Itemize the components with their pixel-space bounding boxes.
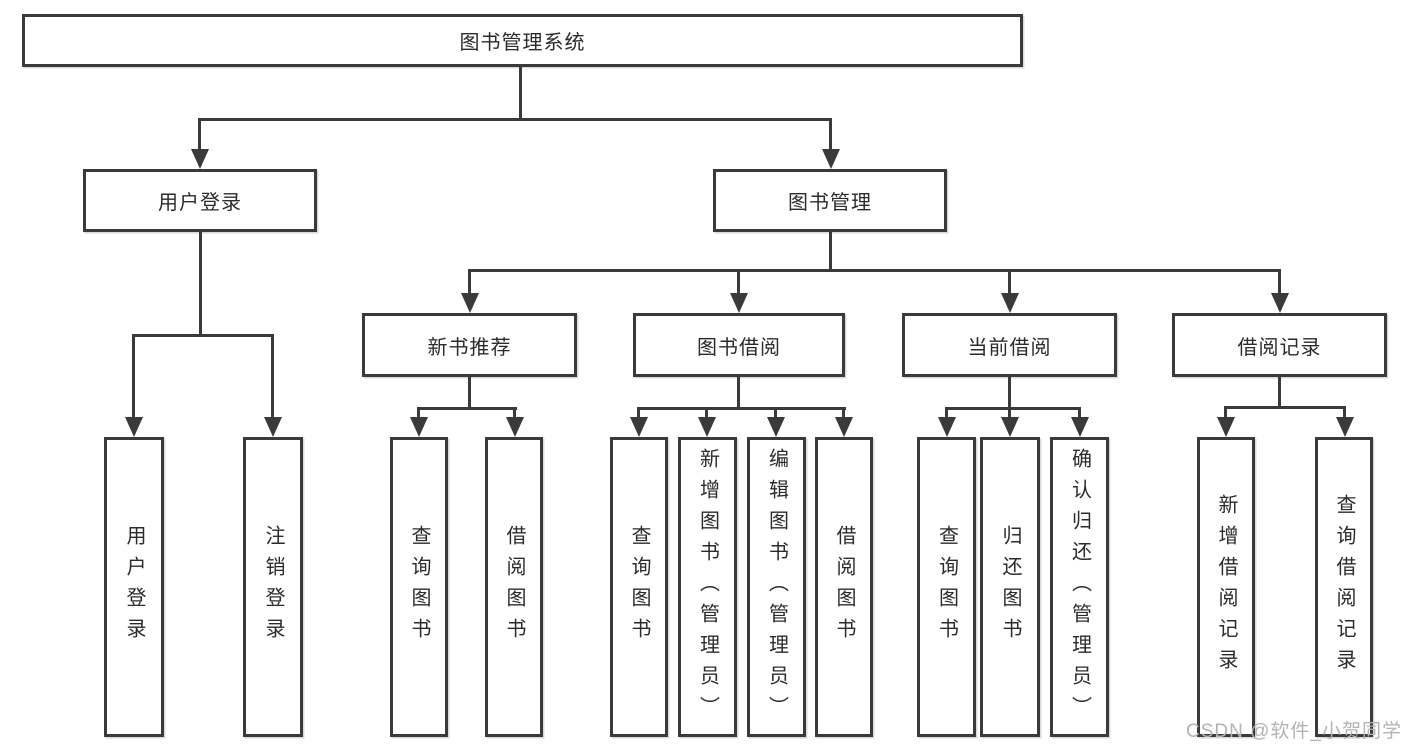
arrow-down-icon: [1271, 293, 1289, 313]
arrow-down-icon: [1001, 417, 1019, 437]
arrow-down-icon: [1071, 417, 1089, 437]
node-user-login: 用户登录: [83, 169, 317, 232]
arrow-down-icon: [191, 149, 209, 169]
arrow-down-icon: [1001, 293, 1019, 313]
connector-line: [199, 232, 202, 337]
arrow-down-icon: [125, 417, 143, 437]
csdn-watermark: CSDN @软件_小贺同学: [1186, 721, 1402, 742]
connector-line: [417, 407, 517, 410]
connector-line: [468, 269, 471, 295]
leaf-borrow-books-borrowing: 借阅图书: [815, 437, 873, 737]
connector-line: [198, 118, 201, 151]
leaf-add-borrow-record: 新增借阅记录: [1197, 437, 1255, 737]
node-borrowing-records: 借阅记录: [1172, 313, 1387, 377]
node-book-management: 图书管理: [713, 169, 947, 232]
leaf-return-books: 归还图书: [980, 437, 1040, 737]
arrow-down-icon: [835, 417, 853, 437]
connector-line: [271, 334, 274, 419]
node-label: 图书管理系统: [459, 32, 586, 54]
arrow-down-icon: [461, 293, 479, 313]
leaf-query-books-current: 查询图书: [917, 437, 976, 737]
connector-line: [1008, 407, 1011, 419]
node-label: 当前借阅: [967, 336, 1052, 359]
connector-line: [1224, 406, 1227, 419]
leaf-add-books-admin: 新增图书（管理员）: [678, 437, 737, 737]
leaf-label: 新增借阅记录: [1215, 494, 1237, 680]
connector-line: [132, 334, 135, 419]
connector-line: [774, 407, 777, 419]
connector-line: [945, 407, 948, 419]
leaf-label: 新增图书（管理员）: [696, 447, 719, 727]
node-library-system: 图书管理系统: [22, 14, 1023, 67]
connector-line: [829, 118, 832, 151]
leaf-label: 查询借阅记录: [1333, 494, 1355, 680]
connector-line: [132, 334, 274, 337]
connector-line: [842, 407, 845, 419]
connector-line: [468, 377, 471, 410]
connector-line: [1008, 377, 1011, 410]
arrow-down-icon: [630, 417, 648, 437]
connector-line: [1078, 407, 1081, 419]
node-label: 用户登录: [158, 192, 242, 214]
arrow-down-icon: [822, 149, 840, 169]
leaf-label: 查询图书: [628, 525, 650, 649]
node-label: 借阅记录: [1237, 336, 1322, 359]
connector-line: [513, 407, 516, 419]
leaf-label: 借阅图书: [833, 525, 855, 649]
node-book-borrowing: 图书借阅: [633, 313, 845, 377]
leaf-label: 查询图书: [935, 525, 958, 649]
connector-line: [637, 407, 846, 410]
connector-line: [1224, 406, 1346, 409]
arrow-down-icon: [730, 293, 748, 313]
node-label: 新书推荐: [427, 336, 512, 359]
connector-line: [1278, 269, 1281, 295]
leaf-query-borrow-record: 查询借阅记录: [1315, 437, 1373, 737]
leaf-query-books-recommend: 查询图书: [390, 437, 448, 737]
leaf-label: 归还图书: [999, 525, 1021, 649]
node-label: 图书管理: [788, 192, 872, 214]
leaf-confirm-return-admin: 确认归还（管理员）: [1050, 437, 1109, 737]
node-label: 图书借阅: [697, 336, 781, 359]
connector-line: [829, 232, 832, 272]
leaf-label: 编辑图书（管理员）: [765, 447, 788, 727]
leaf-borrow-books-recommend: 借阅图书: [485, 437, 543, 737]
leaf-query-books-borrowing: 查询图书: [610, 437, 668, 737]
arrow-down-icon: [698, 417, 716, 437]
node-current-borrowing: 当前借阅: [902, 313, 1117, 377]
connector-line: [1278, 377, 1281, 408]
connector-line: [198, 118, 832, 121]
leaf-logout: 注销登录: [243, 437, 303, 737]
leaf-user-login: 用户登录: [104, 437, 164, 737]
connector-line: [737, 377, 740, 410]
leaf-label: 确认归还（管理员）: [1068, 447, 1091, 727]
connector-line: [1008, 269, 1011, 295]
leaf-label: 查询图书: [408, 525, 430, 649]
connector-line: [705, 407, 708, 419]
arrow-down-icon: [938, 417, 956, 437]
connector-line: [1343, 406, 1346, 419]
leaf-label: 用户登录: [123, 525, 145, 649]
leaf-label: 注销登录: [262, 525, 284, 649]
node-new-book-recommendation: 新书推荐: [362, 313, 577, 377]
arrow-down-icon: [767, 417, 785, 437]
connector-line: [519, 67, 522, 121]
leaf-label: 借阅图书: [503, 525, 525, 649]
connector-line: [945, 407, 1081, 410]
connector-line: [468, 269, 1281, 272]
arrow-down-icon: [1336, 417, 1354, 437]
connector-line: [737, 269, 740, 295]
arrow-down-icon: [264, 417, 282, 437]
arrow-down-icon: [410, 417, 428, 437]
connector-line: [417, 407, 420, 419]
arrow-down-icon: [1217, 417, 1235, 437]
leaf-edit-books-admin: 编辑图书（管理员）: [747, 437, 806, 737]
arrow-down-icon: [506, 417, 524, 437]
connector-line: [637, 407, 640, 419]
